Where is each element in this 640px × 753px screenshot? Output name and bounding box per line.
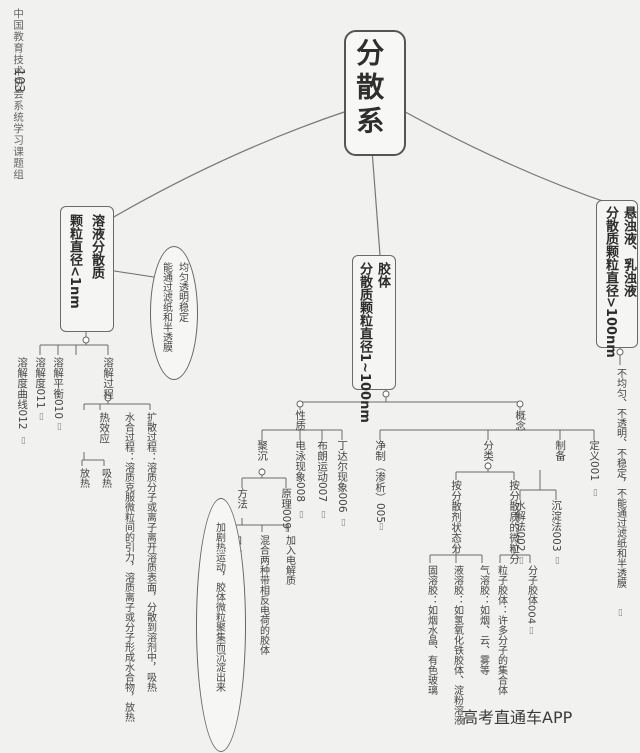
note-icon[interactable]: ▯ xyxy=(282,524,293,534)
note-icon[interactable]: ▯ xyxy=(296,510,307,520)
note-icon[interactable]: ▯ xyxy=(552,556,563,566)
connector-particle-children xyxy=(499,545,531,563)
expand-dot-icon[interactable] xyxy=(296,400,304,408)
connector-state-children xyxy=(429,545,483,563)
solution-callout-line1: 均匀透明稳定 xyxy=(176,262,188,322)
coagulation-label[interactable]: 聚沉 xyxy=(256,440,269,461)
note-icon[interactable]: ▯ xyxy=(526,626,537,636)
connector-left-bubble xyxy=(107,269,161,279)
root-node[interactable] xyxy=(344,30,406,156)
note-icon[interactable]: ▯ xyxy=(318,510,329,520)
connector-prop-drops xyxy=(261,430,343,440)
connector-root-right xyxy=(397,107,615,206)
branch-colloid-line1: 胶体 xyxy=(374,262,390,288)
preparation-item[interactable]: 沉淀法003 xyxy=(550,500,563,552)
preparation-label[interactable]: 制备 xyxy=(554,440,567,461)
diffusion-process[interactable]: 扩散过程：溶质分子或离子离开溶质表面，分散到溶剂中，吸热 xyxy=(144,412,156,692)
watermark: 高考直通车APP xyxy=(462,708,573,727)
brownian-motion[interactable]: 布朗运动007 xyxy=(316,440,329,503)
note-icon[interactable]: ▯ xyxy=(376,522,387,532)
solubility[interactable]: 溶解度011 xyxy=(34,357,47,409)
expand-dot-icon[interactable] xyxy=(258,468,266,476)
aerosol[interactable]: 气溶胶：如烟、云、雾等 xyxy=(477,565,489,675)
solution-callout-line2: 能通过滤纸和半透膜 xyxy=(160,262,172,352)
connector-heat-children xyxy=(81,452,105,466)
connector-root-left xyxy=(111,109,351,219)
note-icon[interactable]: ▯ xyxy=(54,422,65,432)
expand-dot-icon[interactable] xyxy=(484,462,492,470)
heat-release[interactable]: 放热 xyxy=(77,468,89,488)
branch-suspension-line2: 分散质颗粒直径>100nm xyxy=(602,206,618,358)
branch-suspension-line1: 悬浊液、乳浊液 xyxy=(620,206,636,297)
hydration-process[interactable]: 水合过程：溶质克服微粒间的引力，溶质离子或分子形成水合物，放热 xyxy=(122,412,134,722)
preparation-item[interactable]: 水解法002 xyxy=(514,500,527,552)
method-mix-colloids[interactable]: 混合两种带相反电荷的胶体 xyxy=(257,535,269,655)
note-icon[interactable]: ▯ xyxy=(338,518,349,528)
note-icon[interactable]: ▯ xyxy=(590,488,601,498)
note-icon[interactable]: ▯ xyxy=(36,412,47,422)
heat-effect[interactable]: 热效应 xyxy=(98,412,111,444)
liquid-sol[interactable]: 液溶胶：如氢氧化铁胶体、淀粉溶液 xyxy=(451,565,463,725)
method-electrolyte[interactable]: 加入电解质 xyxy=(283,535,295,585)
colloid-definition[interactable]: 定义001 xyxy=(588,440,601,482)
expand-dot-icon[interactable] xyxy=(382,390,390,398)
classification-label[interactable]: 分类 xyxy=(482,440,495,461)
branch-solution[interactable] xyxy=(60,206,114,332)
dissolution-equilibrium[interactable]: 溶解平衡010 xyxy=(52,357,65,420)
solution-callout xyxy=(150,246,198,380)
branch-solution-line2: 颗粒直径<1nm xyxy=(66,214,82,309)
branch-suspension[interactable] xyxy=(596,200,638,348)
solid-sol[interactable]: 固溶胶：如烟水晶、有色玻璃 xyxy=(425,565,437,695)
note-icon[interactable]: ▯ xyxy=(516,556,527,566)
methods-label[interactable]: 方法 xyxy=(236,488,249,509)
solubility-curve[interactable]: 溶解度曲线012 xyxy=(16,357,29,430)
page-caption: 中国教育技术协会系统学习课题组 xyxy=(12,8,25,181)
tyndall-effect[interactable]: 丁达尔现象006 xyxy=(336,440,349,513)
molecular-colloid[interactable]: 分子胶体004 xyxy=(525,565,537,625)
properties-label[interactable]: 性质 xyxy=(294,410,307,431)
note-icon[interactable]: ▯ xyxy=(615,608,626,618)
suspension-properties: 不均匀、不透明、不稳定，不能通过滤纸和半透膜 xyxy=(614,368,626,588)
expand-dot-icon[interactable] xyxy=(616,348,624,356)
expand-dot-icon[interactable] xyxy=(104,394,112,402)
classify-by-state[interactable]: 按分散剂状态分 xyxy=(450,480,463,554)
concept-label[interactable]: 概念 xyxy=(514,410,527,431)
heating-callout-text: 加剧热运动，胶体微粒聚集而沉淀出来 xyxy=(213,522,225,692)
heating-callout xyxy=(196,498,246,752)
page-number: 103 xyxy=(10,68,26,93)
branch-colloid[interactable] xyxy=(352,255,396,390)
connector-process-children xyxy=(83,395,151,410)
heat-absorb[interactable]: 吸热 xyxy=(99,468,111,488)
connector-prep-children xyxy=(519,470,557,500)
note-icon[interactable]: ▯ xyxy=(18,436,29,446)
connector-concept-drops xyxy=(379,430,595,440)
expand-dot-icon[interactable] xyxy=(516,400,524,408)
coagulation-principle[interactable]: 原理009 xyxy=(280,488,293,530)
dissolution-process[interactable]: 溶解过程 xyxy=(102,357,115,399)
purification[interactable]: 净制（渗析）005 xyxy=(374,440,387,524)
connector-root-middle xyxy=(371,149,381,256)
expand-dot-icon[interactable] xyxy=(82,336,90,344)
electrophoresis[interactable]: 电泳现象008 xyxy=(294,440,307,503)
connector-left-drops xyxy=(39,345,109,355)
root-title: 分散系 xyxy=(352,38,386,140)
branch-colloid-line2: 分散质颗粒直径1~100nm xyxy=(356,262,372,423)
classify-by-particle[interactable]: 按分散质的微粒分 xyxy=(508,480,521,564)
branch-solution-line1: 溶液分散质 xyxy=(88,214,104,279)
particle-colloid[interactable]: 粒子胶体：许多分子的集合体 xyxy=(495,565,507,695)
